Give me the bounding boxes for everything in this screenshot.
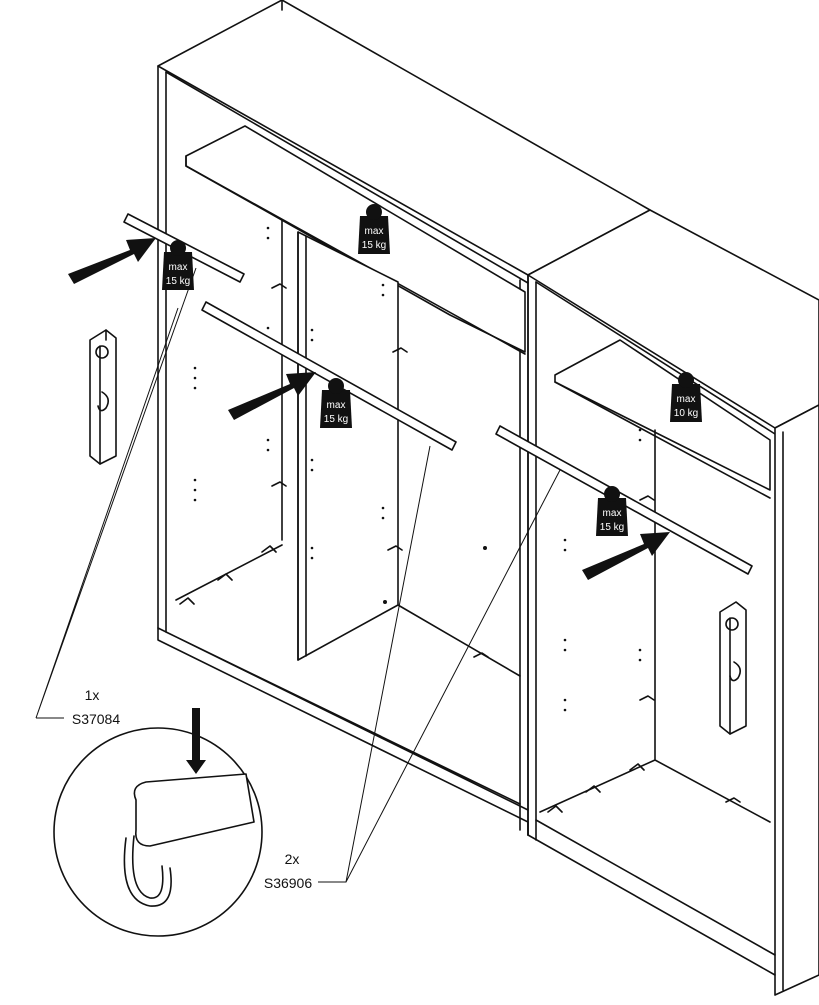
part-1-code: S37084 [72, 711, 120, 727]
weight-3-value: 15 kg [324, 414, 348, 425]
right-plinth [527, 819, 776, 976]
right-side-panel [774, 404, 819, 996]
weight-1-max: max [169, 262, 188, 273]
weight-icon-4: max 10 kg [670, 372, 702, 422]
left-cabinet [157, 0, 651, 836]
weight-5-value: 15 kg [600, 522, 624, 533]
weight-4-max: max [677, 394, 696, 405]
left-side-panel [157, 65, 167, 633]
arrow-rail-1 [68, 238, 156, 284]
right-hole-rows [563, 428, 642, 712]
right-cabinet [527, 209, 819, 996]
weight-2-value: 15 kg [362, 240, 386, 251]
part-2-code: S36906 [264, 875, 312, 891]
weight-2-max: max [365, 226, 384, 237]
weight-icon-1: max 15 kg [162, 240, 194, 290]
right-top-panel [527, 209, 819, 429]
left-shelf-supports [179, 283, 489, 658]
weight-4-value: 10 kg [674, 408, 698, 419]
detail-magnifier [53, 708, 263, 937]
push-arrows [68, 238, 670, 580]
detail-down-arrow [186, 708, 206, 774]
right-upper-shelf [554, 339, 771, 491]
right-shelf-supports [547, 495, 741, 813]
weight-icon-2: max 15 kg [358, 204, 390, 254]
weight-icon-3: max 15 kg [320, 378, 352, 428]
weight-icon-5: max 15 kg [596, 486, 628, 536]
part-1-qty: 1x [85, 687, 100, 703]
rail-bracket-left [89, 329, 117, 465]
part-callout-1: 1x S37084 [35, 267, 197, 727]
part-callout-2: 2x S36906 [264, 445, 561, 891]
detail-hook [123, 835, 172, 907]
weight-5-max: max [603, 508, 622, 519]
rail-bracket-right [719, 601, 747, 735]
part-2-qty: 2x [285, 851, 300, 867]
weight-1-value: 15 kg [166, 276, 190, 287]
arrow-rail-3 [582, 532, 670, 580]
detail-circle [53, 727, 263, 937]
weight-3-max: max [327, 400, 346, 411]
arrow-rail-2 [228, 372, 316, 420]
rail-2 [201, 301, 457, 451]
detail-rail [133, 773, 255, 847]
